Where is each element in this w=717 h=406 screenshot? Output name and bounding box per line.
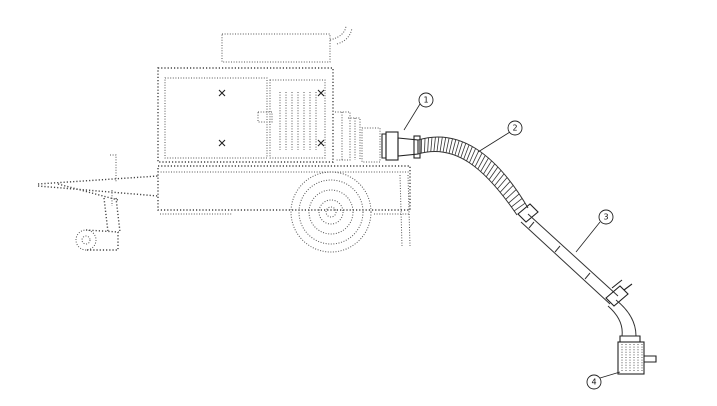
hose-corrugation-ring bbox=[483, 160, 492, 175]
hose-corrugation-ring bbox=[424, 138, 426, 153]
rigid-pipe bbox=[517, 203, 633, 307]
discharge-flange bbox=[385, 131, 421, 161]
hose-corrugation-ring bbox=[451, 139, 457, 155]
hose-corrugation-ring bbox=[488, 166, 499, 180]
hose-corrugation-ring bbox=[508, 193, 520, 204]
hose-corrugation-ring bbox=[469, 148, 476, 163]
hose-corrugation-ring bbox=[505, 189, 517, 200]
hose-corrugation-ring bbox=[460, 143, 467, 158]
hose-corrugation-ring bbox=[457, 141, 463, 157]
hose-corrugation-ring bbox=[477, 155, 486, 170]
hose-corrugation-ring bbox=[485, 163, 496, 177]
callout-3: 3 bbox=[575, 209, 614, 253]
callout-2: 2 bbox=[477, 120, 523, 153]
hose-corrugation-ring bbox=[471, 150, 480, 165]
hose-corrugation-ring bbox=[430, 137, 433, 152]
hose-corrugation-ring bbox=[445, 137, 450, 153]
hose-corrugation-ring bbox=[474, 152, 483, 168]
hose-corrugation-ring bbox=[511, 198, 523, 208]
hose-corrugation-ring bbox=[491, 170, 502, 183]
hose-corrugation-ring bbox=[448, 138, 453, 154]
hose-corrugation-ring bbox=[442, 137, 447, 153]
hose-corrugation-ring bbox=[513, 202, 526, 212]
callout-3-label: 3 bbox=[603, 213, 608, 222]
hose-corrugation-ring bbox=[427, 137, 429, 152]
hose-corrugation-ring bbox=[502, 185, 514, 197]
pump-trailer-unit bbox=[37, 25, 411, 253]
hose-corrugation-ring bbox=[480, 157, 489, 172]
suction-strainer bbox=[607, 299, 657, 375]
hose-corrugation-ring bbox=[463, 144, 470, 160]
hose-corrugation-ring bbox=[436, 136, 440, 152]
callout-2-label: 2 bbox=[512, 124, 517, 133]
hose-corrugation-ring bbox=[439, 137, 443, 152]
flexible-hose bbox=[417, 136, 529, 216]
callout-1: 1 bbox=[403, 92, 434, 131]
hose-corrugation-ring bbox=[454, 140, 460, 156]
hose-corrugation-ring bbox=[499, 181, 511, 193]
hose-corrugation-ring bbox=[494, 173, 505, 186]
hose-corrugation-ring bbox=[497, 177, 508, 190]
callout-4: 4 bbox=[586, 371, 621, 390]
callout-4-label: 4 bbox=[591, 378, 596, 387]
hose-corrugation-ring bbox=[466, 146, 473, 162]
hose-corrugation-ring bbox=[433, 136, 436, 152]
callout-1-label: 1 bbox=[423, 96, 428, 105]
